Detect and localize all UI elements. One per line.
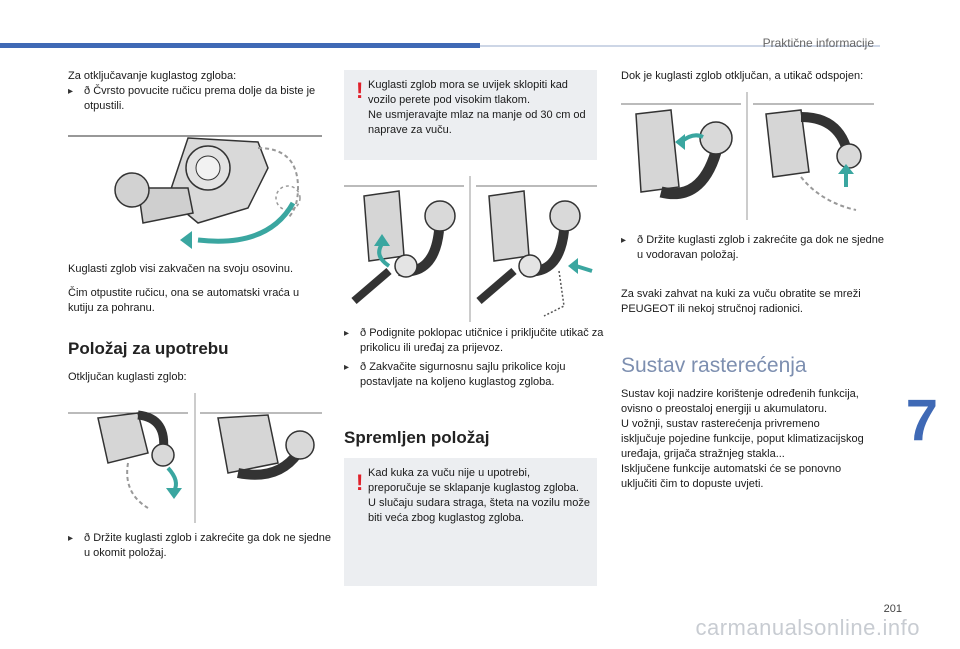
usage-position-heading: Položaj za upotrebu <box>68 339 229 358</box>
cable-bullet: ▸ Zakvačite sigurnosnu sajlu prikolice k… <box>344 360 605 390</box>
washing-warning-text: Kuglasti zglob mora se uvijek sklopiti k… <box>368 79 586 136</box>
bullet-arrow-icon: ▸ <box>68 533 74 544</box>
bullet-arrow-icon: ▸ <box>68 86 74 97</box>
socket-connection-illustration <box>344 176 597 322</box>
cable-bullet-text: Zakvačite sigurnosnu sajlu prikolice koj… <box>360 361 566 388</box>
hanging-note: Kuglasti zglob visi zakvačen na svoju os… <box>68 263 294 275</box>
watermark: carmanualsonline.info <box>695 615 920 640</box>
unlock-bullet: ▸ Čvrsto povucite ručicu prema dolje da … <box>68 84 334 114</box>
horizontal-rotation-illustration <box>621 92 874 220</box>
vertical-rotation-illustration <box>68 393 322 523</box>
header-accent-bar <box>0 43 480 48</box>
lever-release-illustration <box>68 128 322 256</box>
header-rule <box>480 45 880 47</box>
socket-bullet-text: Podignite poklopac utičnice i priključit… <box>360 327 604 354</box>
storage-warning-text: Kad kuka za vuču nije u upotrebi, prepor… <box>368 467 590 524</box>
service-note: Za svaki zahvat na kuki za vuču obratite… <box>621 288 861 315</box>
warning-exclamation-icon: ! <box>356 470 364 495</box>
auto-return-note: Čim otpustite ručicu, ona se automatski … <box>68 287 300 314</box>
horizontal-bullet: ▸ Držite kuglasti zglob i zakrećite ga d… <box>621 233 889 263</box>
vertical-bullet: ▸ Držite kuglasti zglob i zakrećite ga d… <box>68 531 334 561</box>
warning-exclamation-icon: ! <box>356 78 364 103</box>
unlock-bullet-text: Čvrsto povucite ručicu prema dolje da bi… <box>84 85 316 112</box>
chapter-number: 7 <box>905 388 938 453</box>
bullet-arrow-icon: ▸ <box>344 328 350 339</box>
washing-warning: ! Kuglasti zglob mora se uvijek sklopiti… <box>344 70 597 160</box>
bullet-arrow-icon: ▸ <box>344 362 350 373</box>
unlocked-label: Otključan kuglasti zglob: <box>68 371 187 383</box>
horizontal-bullet-text: Držite kuglasti zglob i zakrećite ga dok… <box>637 234 885 261</box>
storage-warning: ! Kad kuka za vuču nije u upotrebi, prep… <box>344 458 597 586</box>
unlock-intro: Za otključavanje kuglastog zgloba: <box>68 70 237 82</box>
bullet-arrow-icon: ▸ <box>621 235 627 246</box>
socket-bullet: ▸ Podignite poklopac utičnice i priključ… <box>344 326 605 356</box>
stored-position-heading: Spremljen položaj <box>344 428 490 447</box>
horizontal-intro: Dok je kuglasti zglob otključan, a utika… <box>621 70 864 82</box>
load-shedding-heading: Sustav rasterećenja <box>621 354 807 377</box>
section-title: Praktične informacije <box>762 36 874 50</box>
vertical-bullet-text: Držite kuglasti zglob i zakrećite ga dok… <box>84 532 332 559</box>
load-shedding-text: Sustav koji nadzire korištenje određenih… <box>621 388 864 490</box>
page-number: 201 <box>883 603 902 615</box>
